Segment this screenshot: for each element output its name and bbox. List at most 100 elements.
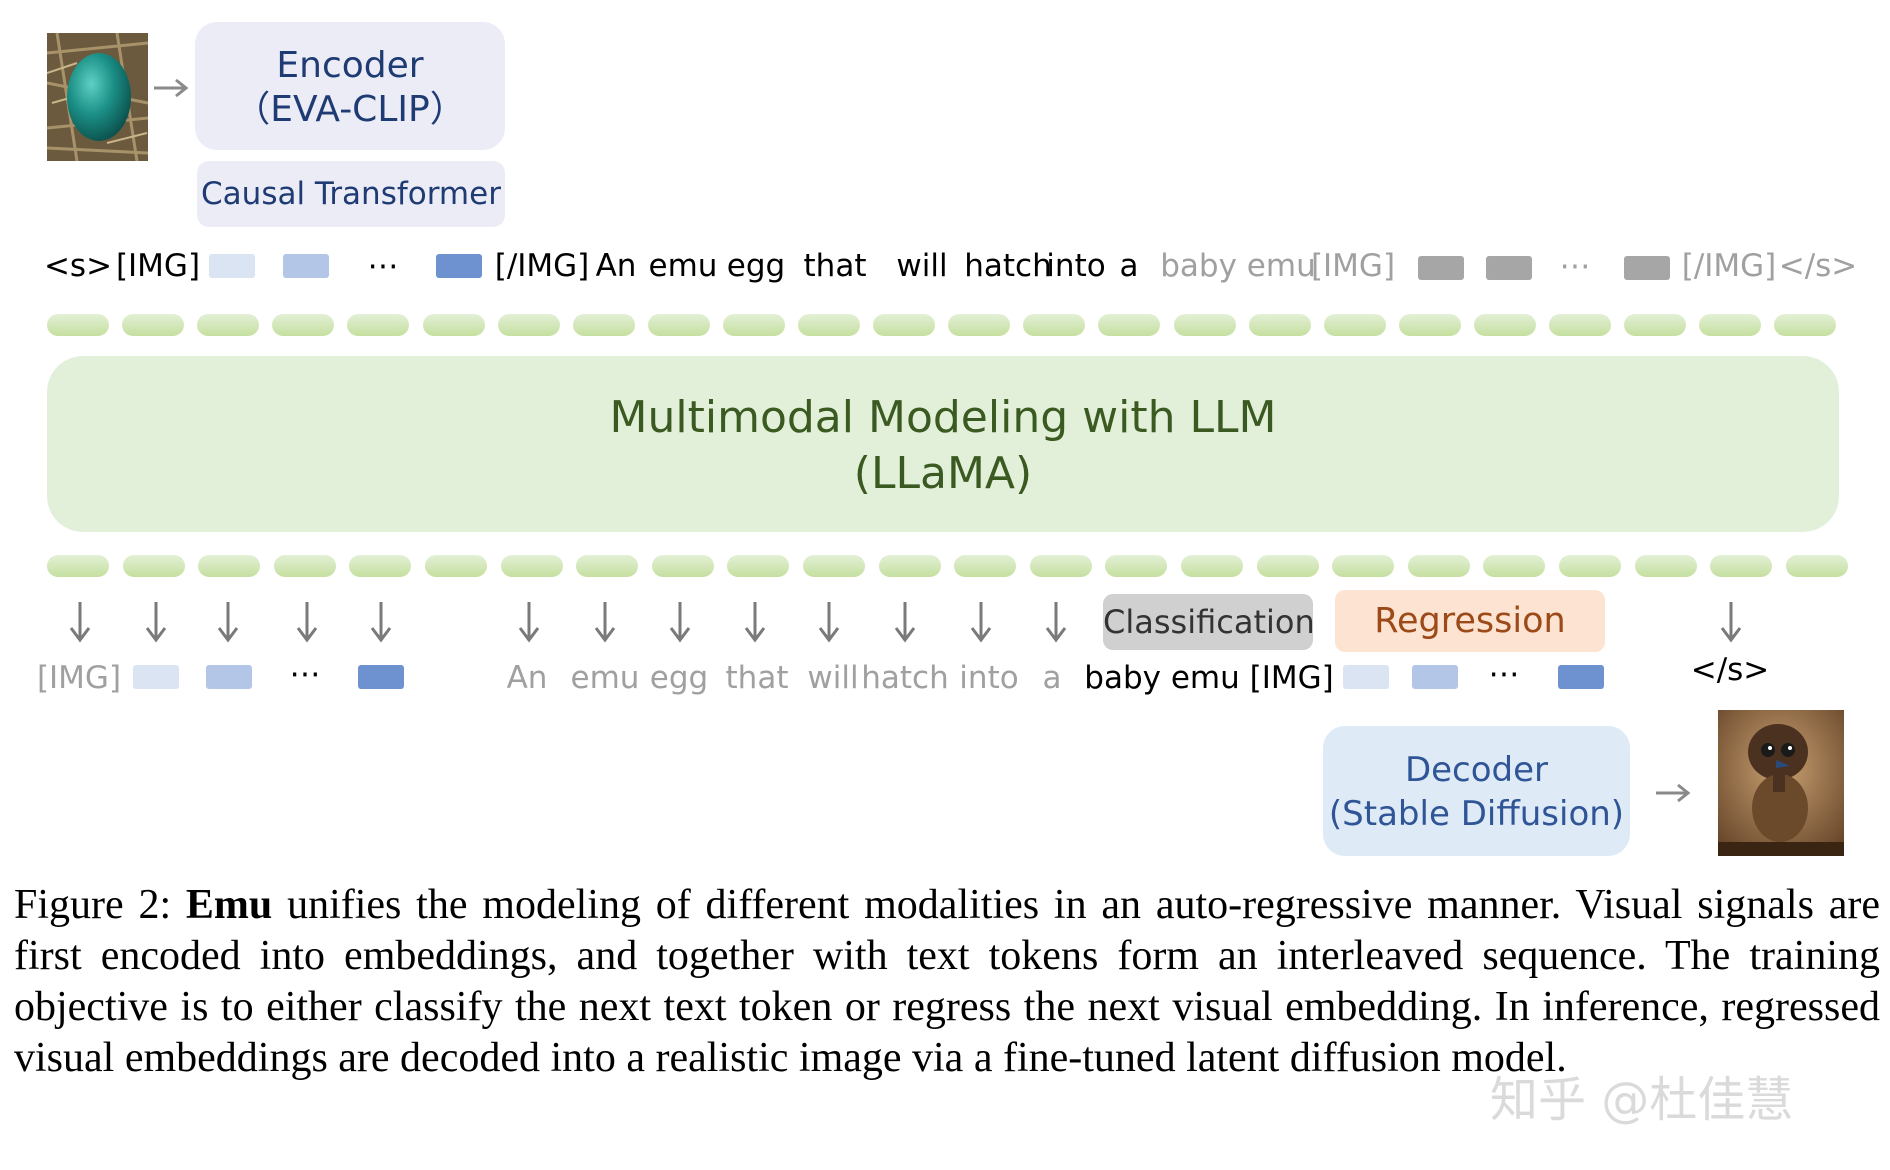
output-token-s-close: </s> (1690, 652, 1770, 688)
output-token-word: will (807, 660, 859, 696)
down-arrow-icon (894, 602, 916, 643)
visual-embedding-dark (358, 665, 404, 689)
down-arrow-icon (145, 602, 167, 643)
embedding-pill (1774, 314, 1837, 336)
caption-text: unifies the modeling of different modali… (14, 882, 1880, 1081)
embedding-pill (497, 314, 560, 336)
faded-token-s-close: </s> (1778, 248, 1858, 284)
classification-head: Classification (1103, 594, 1315, 650)
output-token-word: that (725, 660, 789, 696)
visual-embedding-light (209, 254, 255, 278)
output-token-word: a (1042, 660, 1062, 696)
embedding-pill (1332, 555, 1395, 577)
embedding-pill (873, 314, 936, 336)
faded-token-img-close: [/IMG] (1681, 248, 1777, 284)
token-word: into (1046, 248, 1106, 284)
emu-egg-image (47, 33, 148, 161)
embedding-pill (1634, 555, 1697, 577)
embedding-pill (349, 555, 412, 577)
down-arrow-icon (217, 602, 239, 643)
embedding-pill (47, 314, 109, 336)
down-arrow-icon (669, 602, 691, 643)
embedding-pill (122, 555, 185, 577)
baby-emu-image (1718, 710, 1844, 856)
token-word: will (896, 248, 948, 284)
visual-embedding-light (1343, 665, 1389, 689)
embedding-pill (1549, 314, 1611, 336)
token-word: that (803, 248, 867, 284)
down-arrow-icon (518, 602, 540, 643)
causal-transformer-box: Causal Transformer (197, 161, 505, 227)
token-ellipsis: ⋯ (367, 248, 399, 284)
grey-embedding (1486, 256, 1532, 280)
embedding-pill (1710, 555, 1773, 577)
decoder-box: Decoder (Stable Diffusion) (1323, 726, 1630, 856)
output-token-word: egg (649, 660, 709, 696)
down-arrow-icon (69, 602, 91, 643)
encoder-subtitle: （EVA-CLIP） (234, 89, 466, 130)
embedding-pill (1473, 314, 1536, 336)
regression-head: Regression (1335, 590, 1605, 652)
output-token-word: into (959, 660, 1019, 696)
embedding-pill (576, 555, 639, 577)
embedding-pill (1559, 555, 1621, 577)
down-arrow-icon (296, 602, 318, 643)
embedding-pill (1105, 555, 1168, 577)
embedding-pill (798, 314, 860, 336)
output-token-word: An (506, 660, 548, 696)
embedding-pill (197, 314, 260, 336)
encoder-title: Encoder (276, 45, 424, 86)
embedding-pill (1624, 314, 1687, 336)
llm-box: Multimodal Modeling with LLM (LLaMA) (47, 356, 1839, 532)
down-arrow-icon (818, 602, 840, 643)
embedding-pill (1323, 314, 1386, 336)
embedding-pill (1699, 314, 1762, 336)
down-arrow-icon (970, 602, 992, 643)
embedding-pill (1181, 555, 1243, 577)
decoder-title: Decoder (1404, 750, 1549, 790)
arrow-right-icon (154, 78, 189, 98)
embedding-pill (422, 314, 485, 336)
embedding-pill (1483, 555, 1546, 577)
faded-token-img-open: [IMG] (1310, 248, 1396, 284)
token-img-open: [IMG] (115, 248, 201, 284)
embedding-pill (1023, 314, 1086, 336)
embedding-pill (122, 314, 185, 336)
output-token-word: emu (570, 660, 640, 696)
embedding-pill (1029, 555, 1092, 577)
figure-caption: Figure 2: Emu unifies the modeling of di… (14, 880, 1880, 1084)
token-word: egg (726, 248, 786, 284)
embedding-pill (1173, 314, 1236, 336)
output-token-word: hatch (861, 660, 949, 696)
embedding-pill (948, 314, 1011, 336)
visual-embedding-light (133, 665, 179, 689)
token-img-close: [/IMG] (494, 248, 590, 284)
faded-token-words: baby emu (1160, 248, 1316, 284)
visual-embedding-dark (1558, 665, 1604, 689)
caption-bold-name: Emu (185, 882, 273, 928)
embedding-pill (273, 555, 336, 577)
watermark: 知乎 @杜佳慧 (1490, 1072, 1794, 1128)
visual-embedding-dark (436, 254, 482, 278)
embedding-pill (954, 555, 1017, 577)
llm-title: Multimodal Modeling with LLM (609, 392, 1277, 443)
embedding-pill (878, 555, 941, 577)
output-token-img-open: [IMG] (36, 660, 122, 696)
decoder-subtitle: (Stable Diffusion) (1328, 794, 1625, 834)
down-arrow-icon (370, 602, 392, 643)
embedding-pill (1785, 555, 1848, 577)
token-s-open: <s> (43, 248, 113, 284)
embedding-pill (722, 314, 785, 336)
embedding-pill (1398, 314, 1461, 336)
output-token-ellipsis: ⋯ (1488, 656, 1520, 692)
embedding-pill (727, 555, 790, 577)
embedding-pill (1256, 555, 1319, 577)
grey-embedding (1624, 256, 1670, 280)
token-word: An (595, 248, 637, 284)
down-arrow-icon (744, 602, 766, 643)
embedding-pill (347, 314, 410, 336)
encoder-box: Encoder （EVA-CLIP） (195, 22, 505, 150)
visual-embedding-mid (283, 254, 329, 278)
output-token-ellipsis: ⋯ (289, 656, 321, 692)
embedding-pill (425, 555, 487, 577)
